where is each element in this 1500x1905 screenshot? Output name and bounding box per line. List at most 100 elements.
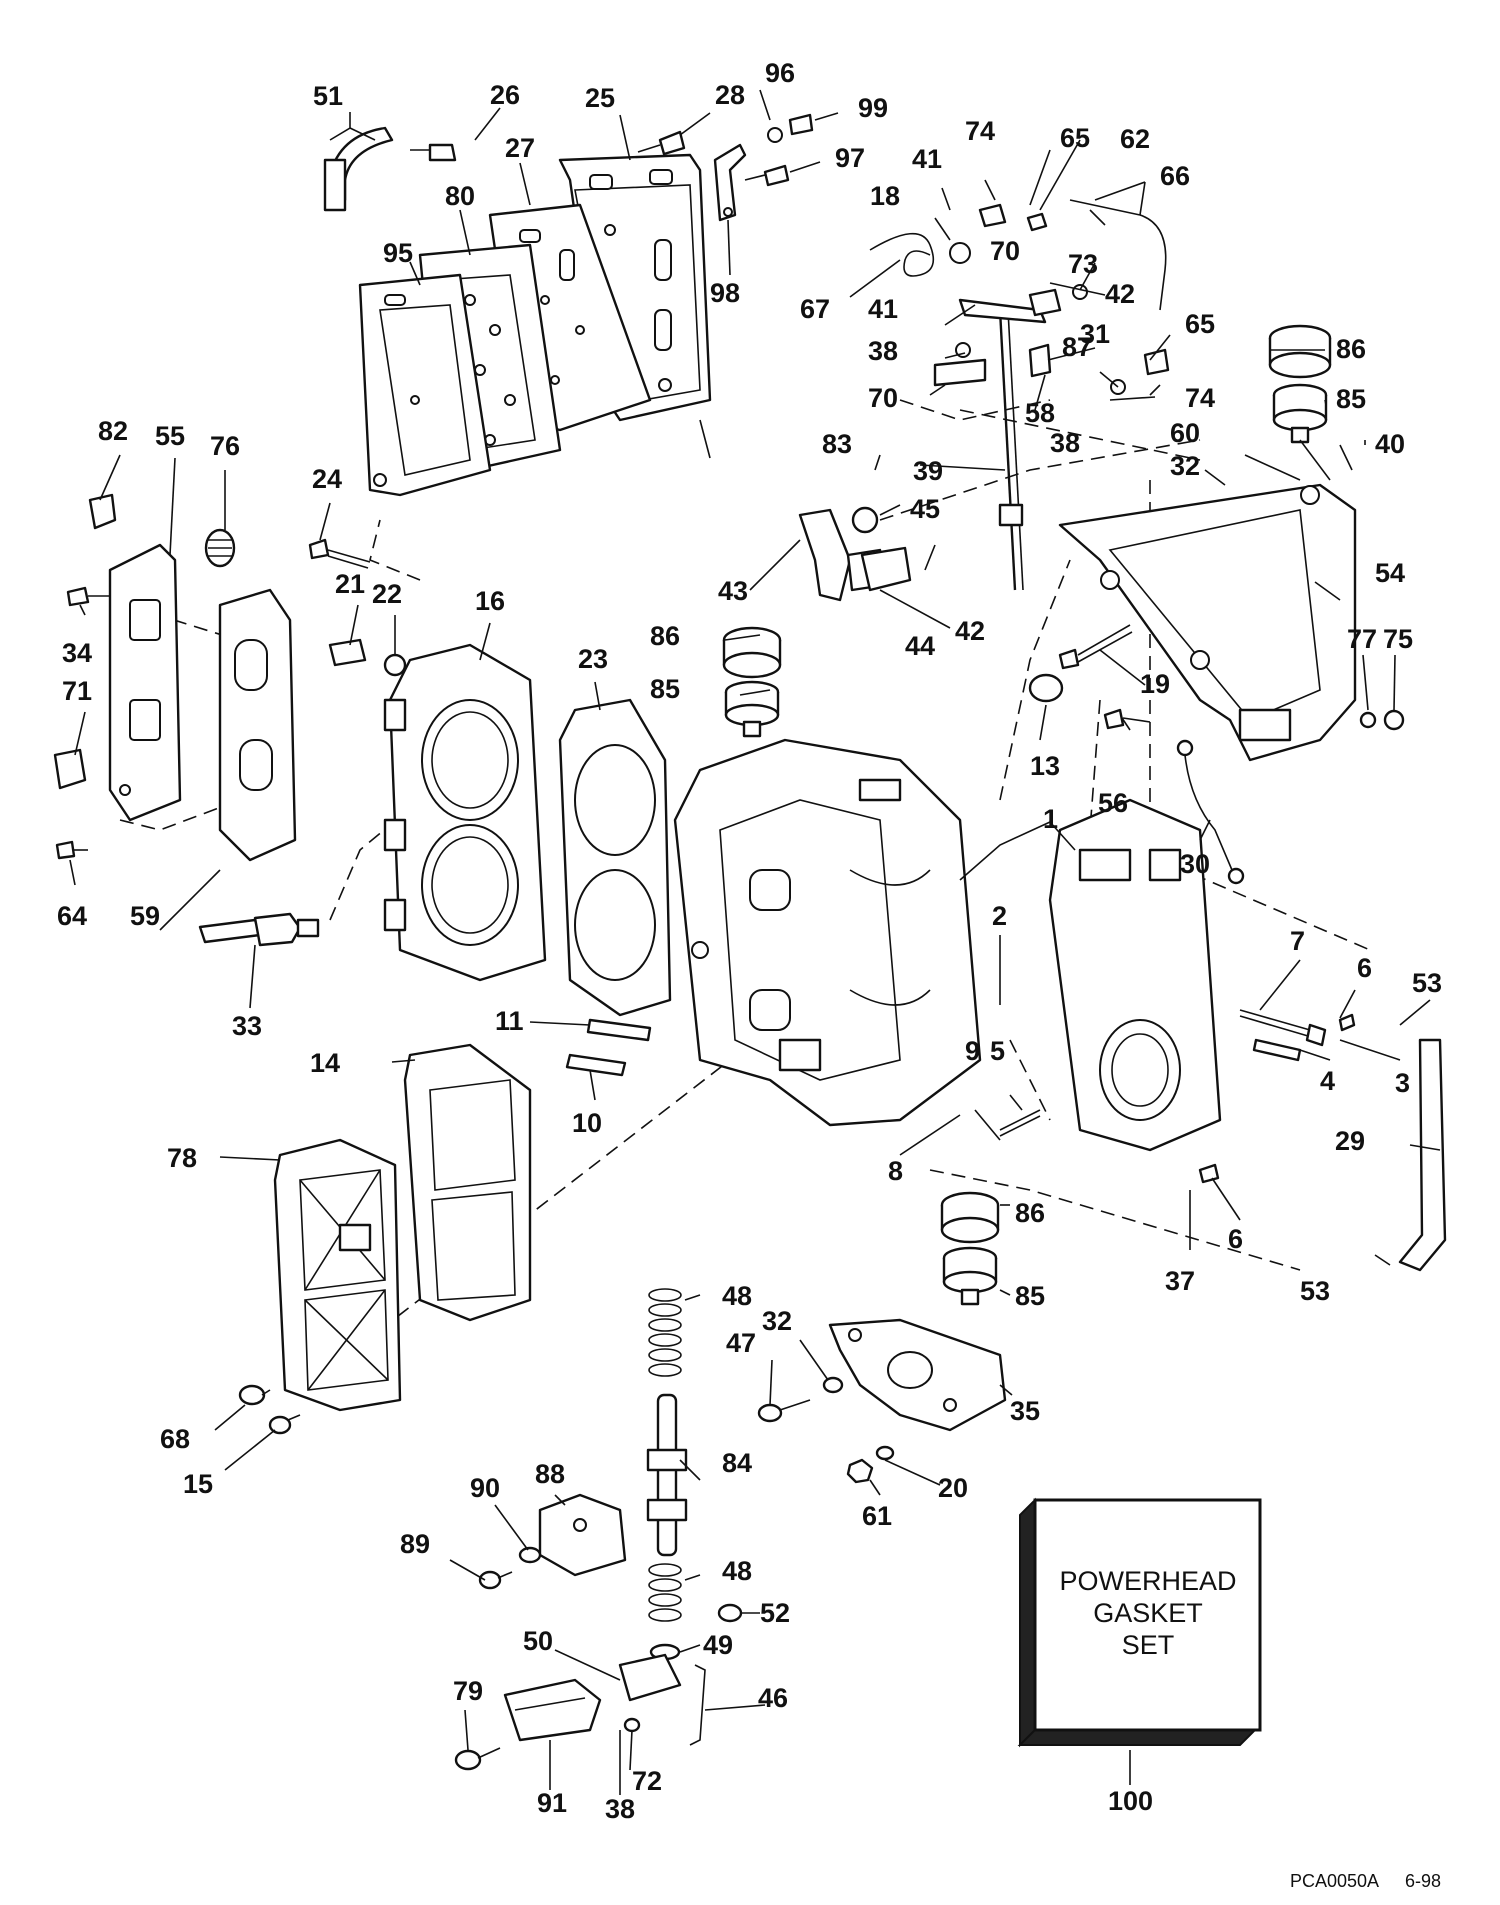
label-42-top: 42 bbox=[1105, 279, 1135, 309]
label-51: 51 bbox=[313, 81, 343, 111]
label-44: 44 bbox=[905, 631, 935, 661]
label-4: 4 bbox=[1320, 1066, 1335, 1096]
spring-48-top bbox=[648, 1288, 682, 1377]
label-91: 91 bbox=[537, 1788, 567, 1818]
crankcase-half bbox=[1048, 798, 1222, 1152]
exhaust-housing-bracket-54 bbox=[1058, 483, 1357, 762]
label-35: 35 bbox=[1010, 1396, 1040, 1426]
label-48-top: 48 bbox=[722, 1281, 752, 1311]
drawing-date: 6-98 bbox=[1405, 1871, 1441, 1891]
label-67: 67 bbox=[800, 294, 830, 324]
kit-box-line-3: SET bbox=[1122, 1630, 1175, 1660]
mount-bracket-35 bbox=[828, 1318, 1007, 1432]
label-58: 58 bbox=[1025, 398, 1055, 428]
bolt-19 bbox=[1028, 624, 1133, 703]
label-15: 15 bbox=[183, 1469, 213, 1499]
screw-89-washer-90 bbox=[478, 1546, 542, 1590]
label-86-mid: 86 bbox=[650, 621, 680, 651]
label-30: 30 bbox=[1180, 849, 1210, 879]
label-60: 60 bbox=[1170, 418, 1200, 448]
label-65-mid: 65 bbox=[1185, 309, 1215, 339]
label-85-top: 85 bbox=[1336, 384, 1366, 414]
label-72: 72 bbox=[632, 1766, 662, 1796]
label-23: 23 bbox=[578, 644, 608, 674]
cam-follower-43 bbox=[798, 506, 887, 602]
drawing-code: PCA0050A bbox=[1290, 1871, 1379, 1891]
label-38-top: 38 bbox=[868, 336, 898, 366]
label-59: 59 bbox=[130, 901, 160, 931]
bracket-98 bbox=[713, 143, 747, 222]
label-6-right: 6 bbox=[1357, 953, 1372, 983]
label-74-top: 74 bbox=[965, 116, 995, 146]
bracket-88 bbox=[538, 1493, 627, 1577]
drawing-reference: PCA0050A 6-98 bbox=[1290, 1871, 1441, 1891]
spring-48-low bbox=[648, 1563, 682, 1622]
clamp-82 bbox=[88, 493, 117, 530]
kit-box-line-2: GASKET bbox=[1093, 1598, 1203, 1628]
cylinder-head-16 bbox=[383, 643, 547, 982]
label-45: 45 bbox=[910, 494, 940, 524]
kit-box-line-1: POWERHEAD bbox=[1059, 1566, 1236, 1596]
label-80: 80 bbox=[445, 181, 475, 211]
label-100: 100 bbox=[1108, 1786, 1153, 1816]
washer-nut-75-77 bbox=[1359, 709, 1405, 731]
bolt-24 bbox=[308, 538, 371, 569]
top-fasteners bbox=[410, 113, 814, 187]
label-11: 11 bbox=[495, 1006, 524, 1036]
mount-86-mid bbox=[722, 626, 782, 679]
label-40: 40 bbox=[1375, 429, 1405, 459]
exhaust-gasket-95 bbox=[358, 273, 492, 497]
label-8: 8 bbox=[888, 1156, 903, 1186]
label-96: 96 bbox=[765, 58, 795, 88]
label-86-top: 86 bbox=[1336, 334, 1366, 364]
label-24: 24 bbox=[312, 464, 342, 494]
label-47: 47 bbox=[726, 1328, 756, 1358]
label-1: 1 bbox=[1043, 804, 1058, 834]
intake-manifold-78 bbox=[273, 1138, 402, 1412]
label-20: 20 bbox=[938, 1473, 968, 1503]
temp-sender-21 bbox=[328, 638, 407, 677]
label-95: 95 bbox=[383, 238, 413, 268]
hose-51 bbox=[323, 126, 394, 212]
shaft-84 bbox=[646, 1393, 688, 1557]
ground-lead-30 bbox=[1176, 739, 1245, 885]
hose-29 bbox=[1398, 1038, 1447, 1272]
cylinder-head-gasket-23 bbox=[558, 698, 672, 1017]
label-55: 55 bbox=[155, 421, 185, 451]
cylinder-head-cover-55 bbox=[108, 543, 182, 822]
label-56: 56 bbox=[1098, 788, 1128, 818]
label-9: 9 bbox=[965, 1036, 980, 1066]
label-21: 21 bbox=[335, 569, 365, 599]
label-62: 62 bbox=[1120, 124, 1150, 154]
label-78: 78 bbox=[167, 1143, 197, 1173]
head-gasket-59 bbox=[218, 588, 297, 862]
label-31: 31 bbox=[1080, 319, 1110, 349]
label-32-top: 32 bbox=[1170, 451, 1200, 481]
label-2: 2 bbox=[992, 901, 1007, 931]
label-75: 75 bbox=[1383, 624, 1413, 654]
label-42-mid: 42 bbox=[955, 616, 985, 646]
label-29: 29 bbox=[1335, 1126, 1365, 1156]
label-74-mid: 74 bbox=[1185, 383, 1215, 413]
arm-50 bbox=[618, 1653, 706, 1746]
spring-67 bbox=[869, 232, 935, 277]
mount-86-low bbox=[940, 1191, 1000, 1244]
label-49: 49 bbox=[703, 1630, 733, 1660]
label-66: 66 bbox=[1160, 161, 1190, 191]
label-19: 19 bbox=[1140, 669, 1170, 699]
label-16: 16 bbox=[475, 586, 505, 616]
label-48-low: 48 bbox=[722, 1556, 752, 1586]
throttle-shaft-39 bbox=[998, 309, 1024, 591]
label-99: 99 bbox=[858, 93, 888, 123]
screw-79 bbox=[454, 1747, 501, 1771]
label-65-top: 65 bbox=[1060, 123, 1090, 153]
washer-49-52 bbox=[649, 1603, 743, 1661]
arm-44 bbox=[860, 546, 912, 592]
label-10: 10 bbox=[572, 1108, 602, 1138]
label-3: 3 bbox=[1395, 1068, 1410, 1098]
label-71: 71 bbox=[62, 676, 92, 706]
label-86-low: 86 bbox=[1015, 1198, 1045, 1228]
label-87: 87 bbox=[1062, 332, 1092, 362]
cylinder-block-1 bbox=[673, 738, 982, 1127]
label-53-low: 53 bbox=[1300, 1276, 1330, 1306]
